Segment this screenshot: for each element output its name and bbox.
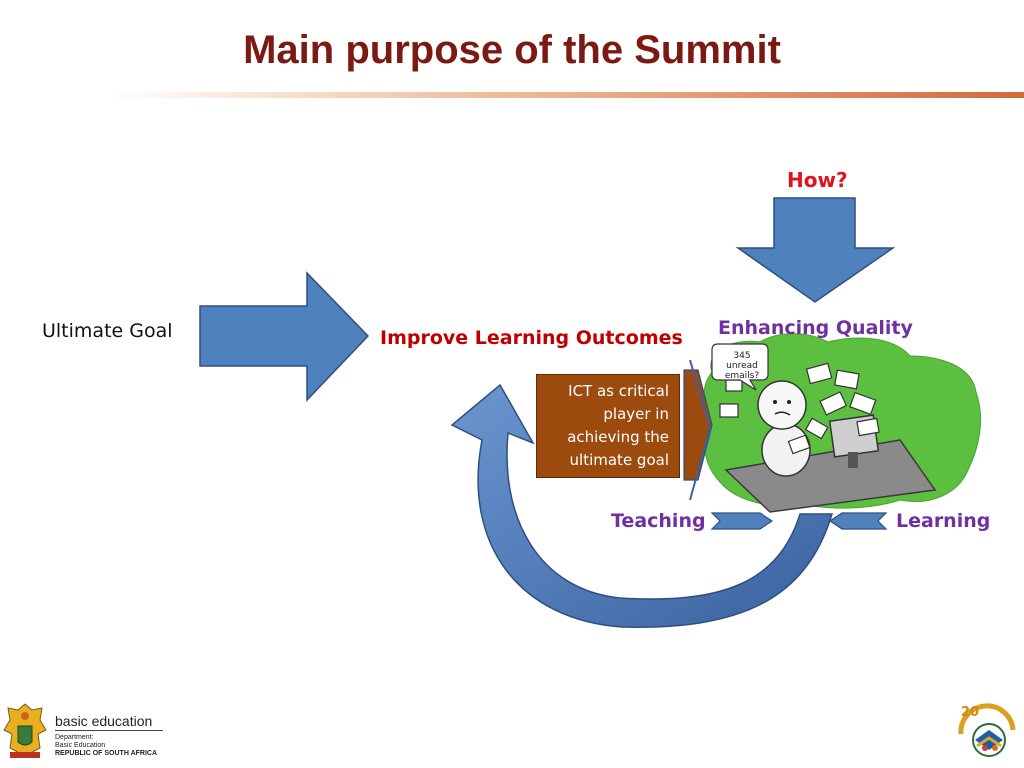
- country-name: REPUBLIC OF SOUTH AFRICA: [55, 750, 158, 757]
- footer-divider: [55, 730, 163, 731]
- goal-arrow: [199, 271, 370, 402]
- org-name: basic education: [55, 713, 153, 729]
- ict-line-1: ICT as critical: [568, 382, 669, 400]
- ict-line-4: ultimate goal: [569, 451, 669, 469]
- dept-line-1: Department:: [55, 734, 94, 741]
- person-mouth: [774, 411, 791, 416]
- how-down-arrow: [735, 197, 896, 303]
- ict-critical-player-box: ICT as critical player in achieving the …: [536, 374, 680, 478]
- learning-label: Learning: [896, 510, 991, 532]
- ict-chevron: [683, 369, 713, 481]
- coat-of-arms-logo: [3, 703, 47, 758]
- person-head: [757, 380, 807, 430]
- title-underline: [110, 92, 1024, 98]
- person-eye-right: [787, 400, 791, 404]
- ultimate-goal-label: Ultimate Goal: [42, 320, 173, 342]
- ict-chevron-edge: [689, 359, 711, 429]
- enhancing-quality-label: Enhancing Quality: [718, 317, 913, 339]
- ict-chevron-edge-lower: [689, 427, 711, 501]
- email-envelopes: [719, 362, 880, 455]
- curved-return-arrow: [450, 383, 834, 628]
- teaching-label: Teaching: [611, 510, 706, 532]
- teaching-arrow: [710, 512, 774, 530]
- ict-line-3: achieving the: [567, 428, 669, 446]
- dept-line-2: Basic Education: [55, 742, 106, 749]
- how-label: How?: [787, 168, 848, 192]
- twenty-years-freedom-logo: 20: [958, 703, 1016, 757]
- svg-text:20: 20: [961, 705, 979, 720]
- ict-line-2: player in: [603, 405, 669, 423]
- person-eye-left: [773, 400, 777, 404]
- learning-arrow: [828, 512, 888, 530]
- speech-bubble-text: 345 unread emails?: [724, 351, 760, 381]
- improve-learning-outcomes-label: Improve Learning Outcomes: [380, 327, 683, 349]
- monitor-stand: [848, 452, 858, 468]
- slide-title: Main purpose of the Summit: [243, 28, 781, 72]
- speech-bubble: [711, 343, 769, 391]
